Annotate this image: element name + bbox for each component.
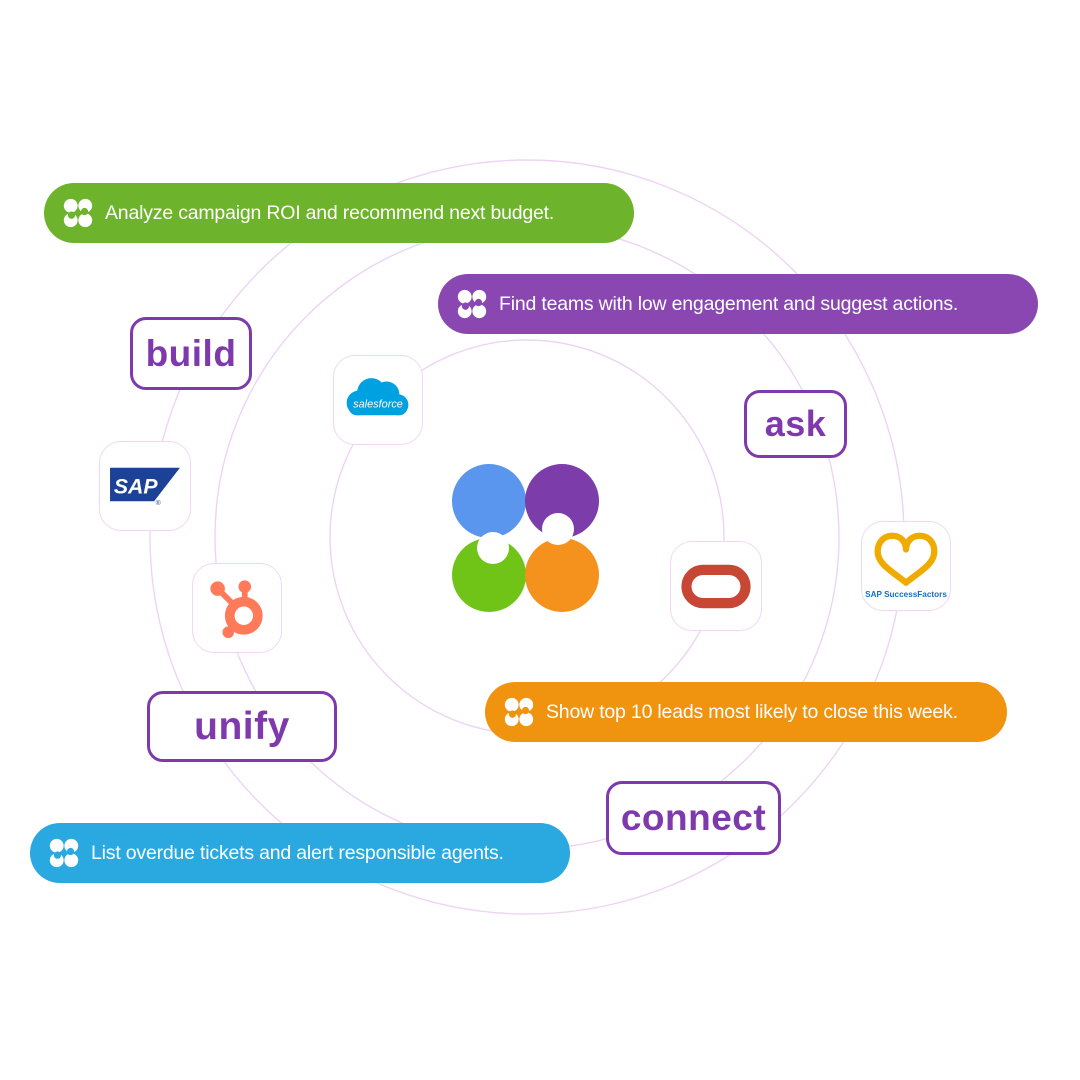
prompt-text: List overdue tickets and alert responsib… <box>91 841 504 864</box>
four-dots-logo <box>452 464 599 612</box>
salesforce-logo-icon: salesforce <box>346 378 409 416</box>
logo-notch-bottom <box>477 532 509 564</box>
integration-tile-hubspot <box>192 563 282 653</box>
salesforce-wordmark: salesforce <box>353 399 403 411</box>
sap-logo-icon: SAP ® <box>110 467 180 505</box>
four-dots-icon <box>49 838 79 868</box>
logo-dot-purple <box>525 464 599 538</box>
keyword-label: unify <box>194 704 290 748</box>
prompt-text: Show top 10 leads most likely to close t… <box>546 700 958 723</box>
prompt-text: Analyze campaign ROI and recommend next … <box>105 201 555 224</box>
keyword-label: ask <box>764 403 827 444</box>
successfactors-caption: SAP SuccessFactors <box>865 590 947 599</box>
logo-dot-blue <box>452 464 526 538</box>
integration-tile-sap: SAP ® <box>99 441 191 531</box>
keyword-badge-build: build <box>130 317 252 390</box>
prompt-pill-marketing: Analyze campaign ROI and recommend next … <box>44 183 634 243</box>
keyword-label: connect <box>620 797 767 838</box>
four-dots-icon <box>504 697 534 727</box>
four-dots-icon <box>63 198 93 228</box>
prompt-pill-sales: Show top 10 leads most likely to close t… <box>485 682 1007 742</box>
logo-dot-orange <box>525 538 599 612</box>
four-dots-icon <box>457 289 487 319</box>
prompt-pill-hr: Find teams with low engagement and sugge… <box>438 274 1038 334</box>
logo-notch-top <box>542 513 574 545</box>
successfactors-heart-icon: SAP SuccessFactors <box>865 532 947 599</box>
keyword-label: build <box>145 332 237 374</box>
prompt-pill-support: List overdue tickets and alert responsib… <box>30 823 570 883</box>
logo-dot-green <box>452 538 526 612</box>
prompt-text: Find teams with low engagement and sugge… <box>499 292 959 315</box>
sap-wordmark: SAP <box>114 475 159 499</box>
keyword-badge-unify: unify <box>147 691 337 762</box>
hubspot-logo-icon <box>210 580 263 639</box>
keyword-badge-ask: ask <box>744 390 847 458</box>
integration-tile-oracle <box>670 541 762 631</box>
oracle-logo-icon <box>681 564 751 608</box>
integration-tile-successfactors: SAP SuccessFactors <box>861 521 951 611</box>
integration-tile-salesforce: salesforce <box>333 355 423 445</box>
registered-mark: ® <box>156 499 161 505</box>
keyword-badge-connect: connect <box>606 781 781 855</box>
